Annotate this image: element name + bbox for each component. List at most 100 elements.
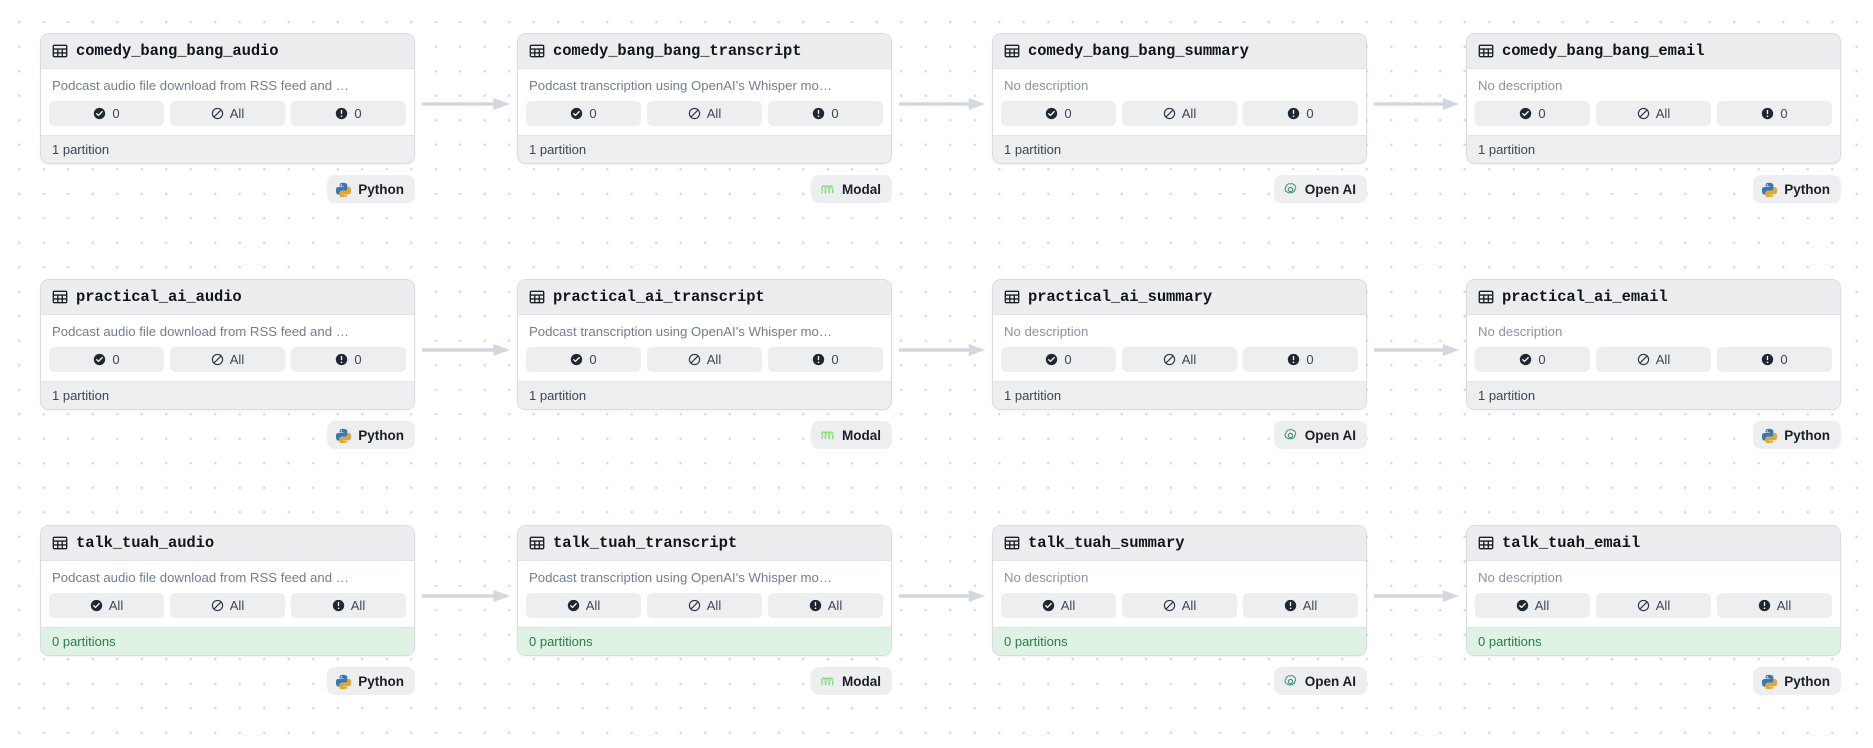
status-pill-slash-circle[interactable]: All bbox=[1122, 101, 1237, 126]
status-pill-alert-circle[interactable]: 0 bbox=[768, 347, 883, 372]
asset-card-header[interactable]: talk_tuah_transcript bbox=[518, 526, 891, 561]
asset-description: Podcast audio file download from RSS fee… bbox=[52, 78, 349, 93]
asset-card-header[interactable]: comedy_bang_bang_transcript bbox=[518, 34, 891, 69]
partition-count-label: 1 partition bbox=[529, 388, 587, 403]
compute-kind-badge[interactable]: Open AI bbox=[1273, 421, 1367, 449]
status-pill-alert-circle[interactable]: 0 bbox=[1243, 347, 1358, 372]
status-pill-check-circle[interactable]: 0 bbox=[49, 101, 164, 126]
check-circle-icon bbox=[1045, 353, 1058, 366]
status-pill-slash-circle[interactable]: All bbox=[170, 101, 285, 126]
status-pill-check-circle[interactable]: 0 bbox=[526, 347, 641, 372]
status-pill-slash-circle[interactable]: All bbox=[170, 593, 285, 618]
compute-kind-badge[interactable]: Modal bbox=[811, 175, 892, 203]
status-pill-slash-circle[interactable]: All bbox=[1596, 593, 1711, 618]
status-pill-alert-circle[interactable]: 0 bbox=[768, 101, 883, 126]
asset-card-body: Podcast transcription using OpenAI's Whi… bbox=[518, 69, 891, 135]
asset-card-header[interactable]: practical_ai_audio bbox=[41, 280, 414, 315]
alert-circle-icon bbox=[1761, 353, 1774, 366]
status-pill-alert-circle[interactable]: All bbox=[291, 593, 406, 618]
status-pill-slash-circle[interactable]: All bbox=[1122, 347, 1237, 372]
asset-card-header[interactable]: comedy_bang_bang_email bbox=[1467, 34, 1840, 69]
compute-kind-badge[interactable]: Python bbox=[1753, 667, 1841, 695]
compute-kind-badge[interactable]: Python bbox=[1753, 175, 1841, 203]
compute-kind-badge[interactable]: Open AI bbox=[1273, 175, 1367, 203]
compute-kind-badge[interactable]: Modal bbox=[811, 421, 892, 449]
status-pill-slash-circle[interactable]: All bbox=[647, 101, 762, 126]
status-pill-check-circle[interactable]: 0 bbox=[526, 101, 641, 126]
compute-kind-badge[interactable]: Python bbox=[327, 667, 415, 695]
asset-card-header[interactable]: practical_ai_email bbox=[1467, 280, 1840, 315]
asset-card-header[interactable]: practical_ai_summary bbox=[993, 280, 1366, 315]
partition-count-label: 0 partitions bbox=[52, 634, 116, 649]
status-pill-check-circle[interactable]: All bbox=[49, 593, 164, 618]
asset-card-header[interactable]: talk_tuah_email bbox=[1467, 526, 1840, 561]
status-pill-check-circle[interactable]: 0 bbox=[1475, 101, 1590, 126]
status-pill-slash-circle[interactable]: All bbox=[647, 347, 762, 372]
compute-kind-badge[interactable]: Open AI bbox=[1273, 667, 1367, 695]
status-pill-check-circle[interactable]: 0 bbox=[1001, 101, 1116, 126]
status-pill-check-circle[interactable]: 0 bbox=[49, 347, 164, 372]
status-pill-slash-circle[interactable]: All bbox=[647, 593, 762, 618]
status-pill-slash-circle[interactable]: All bbox=[170, 347, 285, 372]
status-pill-check-circle[interactable]: 0 bbox=[1475, 347, 1590, 372]
status-pill-slash-circle[interactable]: All bbox=[1596, 347, 1711, 372]
compute-kind-badge[interactable]: Python bbox=[327, 175, 415, 203]
asset-partition-footer: 0 partitions bbox=[518, 627, 891, 655]
status-pill-alert-circle[interactable]: 0 bbox=[1717, 347, 1832, 372]
asset-card-header[interactable]: talk_tuah_audio bbox=[41, 526, 414, 561]
status-pill-alert-circle[interactable]: 0 bbox=[291, 347, 406, 372]
compute-kind-badge[interactable]: Python bbox=[1753, 421, 1841, 449]
status-pill-alert-circle[interactable]: 0 bbox=[1243, 101, 1358, 126]
compute-kind-badge[interactable]: Python bbox=[327, 421, 415, 449]
status-pill-check-circle[interactable]: All bbox=[1475, 593, 1590, 618]
status-pill-check-circle[interactable]: All bbox=[526, 593, 641, 618]
asset-card-body: Podcast audio file download from RSS fee… bbox=[41, 69, 414, 135]
status-pill-slash-circle[interactable]: All bbox=[1122, 593, 1237, 618]
status-pill-check-circle[interactable]: 0 bbox=[1001, 347, 1116, 372]
status-pill-alert-circle[interactable]: All bbox=[768, 593, 883, 618]
status-pill-check-circle[interactable]: All bbox=[1001, 593, 1116, 618]
status-pill-alert-circle[interactable]: 0 bbox=[291, 101, 406, 126]
asset-description: No description bbox=[1478, 570, 1563, 585]
status-pill-alert-circle[interactable]: All bbox=[1243, 593, 1358, 618]
status-pill-slash-circle[interactable]: All bbox=[1596, 101, 1711, 126]
slash-circle-icon bbox=[1637, 107, 1650, 120]
status-pill-value: All bbox=[229, 352, 245, 367]
compute-kind-badge[interactable]: Modal bbox=[811, 667, 892, 695]
asset-card-header[interactable]: comedy_bang_bang_summary bbox=[993, 34, 1366, 69]
status-pill-alert-circle[interactable]: 0 bbox=[1717, 101, 1832, 126]
asset-card-header[interactable]: practical_ai_transcript bbox=[518, 280, 891, 315]
asset-card-header[interactable]: talk_tuah_summary bbox=[993, 526, 1366, 561]
status-pill-alert-circle[interactable]: All bbox=[1717, 593, 1832, 618]
asset-name: practical_ai_summary bbox=[1028, 288, 1213, 306]
asset-card-header[interactable]: comedy_bang_bang_audio bbox=[41, 34, 414, 69]
